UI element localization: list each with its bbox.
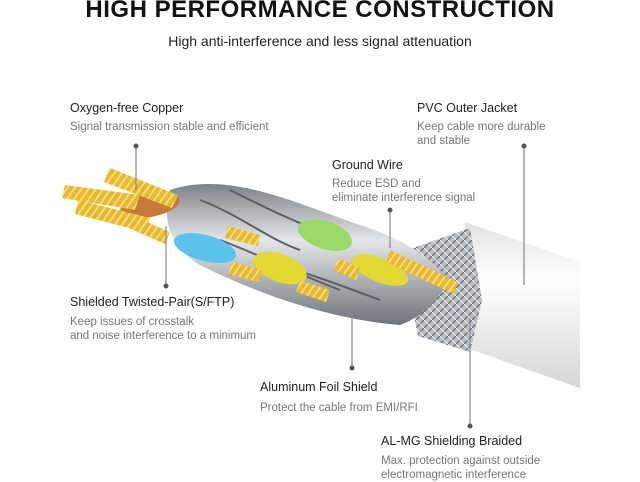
- ground-wire: [386, 250, 458, 294]
- ground-desc: Reduce ESD and eliminate interference si…: [332, 178, 476, 204]
- jacket-label: PVC Outer Jacket: [417, 101, 518, 115]
- braid-label: AL-MG Shielding Braided: [381, 434, 523, 448]
- pair-yellow: [253, 251, 307, 285]
- copper-label: Oxygen-free Copper: [70, 101, 184, 115]
- jacket-desc: Keep cable more durable and stable: [417, 121, 546, 147]
- braid-desc: Max. protection against outside electrom…: [381, 455, 541, 481]
- callout-shielded-twisted-pair: Shielded Twisted-Pair(S/FTP) Keep issues…: [70, 295, 256, 343]
- leader-lines: [133, 143, 527, 429]
- callout-aluminum-foil-shield: Aluminum Foil Shield Protect the cable f…: [260, 380, 418, 415]
- twisted-label: Shielded Twisted-Pair(S/FTP): [70, 295, 235, 309]
- callout-pvc-outer-jacket: PVC Outer Jacket Keep cable more durable…: [417, 101, 546, 148]
- foil-shield: [166, 184, 449, 325]
- callout-ground-wire: Ground Wire Reduce ESD and eliminate int…: [332, 158, 475, 205]
- copper-strands: [62, 168, 360, 302]
- page-title: HIGH PERFORMANCE CONSTRUCTION: [85, 0, 555, 23]
- pair-blue: [173, 232, 237, 264]
- pair-yellow-2: [351, 254, 409, 286]
- copper-desc: Signal transmission stable and efficient: [70, 121, 269, 133]
- twisted-desc: Keep issues of crosstalk and noise inter…: [70, 316, 257, 342]
- pair-green: [298, 219, 352, 251]
- page-subtitle: High anti-interference and less signal a…: [168, 33, 472, 49]
- callout-al-mg-shielding-braided: AL-MG Shielding Braided Max. protection …: [381, 434, 540, 482]
- callout-oxygen-free-copper: Oxygen-free Copper Signal transmission s…: [70, 101, 269, 134]
- foil-desc: Protect the cable from EMI/RFI: [260, 402, 418, 414]
- foil-label: Aluminum Foil Shield: [260, 380, 378, 394]
- pvc-jacket: [458, 222, 580, 388]
- ground-label: Ground Wire: [332, 158, 403, 172]
